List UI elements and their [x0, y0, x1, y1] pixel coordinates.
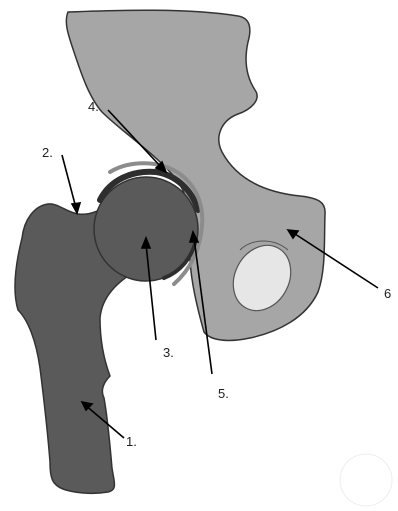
- label-2: 2.: [42, 145, 53, 160]
- label-6: 6: [384, 286, 391, 301]
- label-4: 4.: [88, 99, 99, 114]
- label-3: 3.: [163, 345, 174, 360]
- arrow-2: [62, 155, 76, 208]
- label-5: 5.: [218, 386, 229, 401]
- label-1: 1.: [126, 434, 137, 449]
- faint-circle-mark: [340, 454, 392, 506]
- arrowhead-2: [72, 203, 80, 213]
